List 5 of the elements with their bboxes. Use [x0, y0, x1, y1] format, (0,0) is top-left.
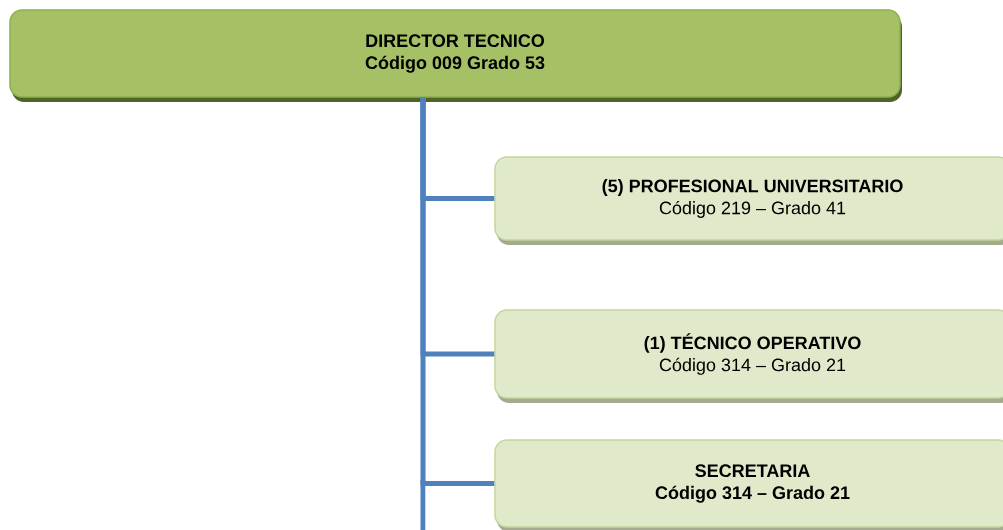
position-box: DIRECTOR TECNICO Código 009 Grado 53 [9, 9, 902, 102]
position-box: (5) PROFESIONAL UNIVERSITARIO Código 219 – Grado 41 [494, 156, 1003, 245]
position-box: SECRETARIA Código 314 – Grado 21 [494, 439, 1003, 530]
position-box: (1) TÉCNICO OPERATIVO Código 314 – Grado 21 [494, 309, 1003, 403]
connector-line [420, 97, 495, 486]
